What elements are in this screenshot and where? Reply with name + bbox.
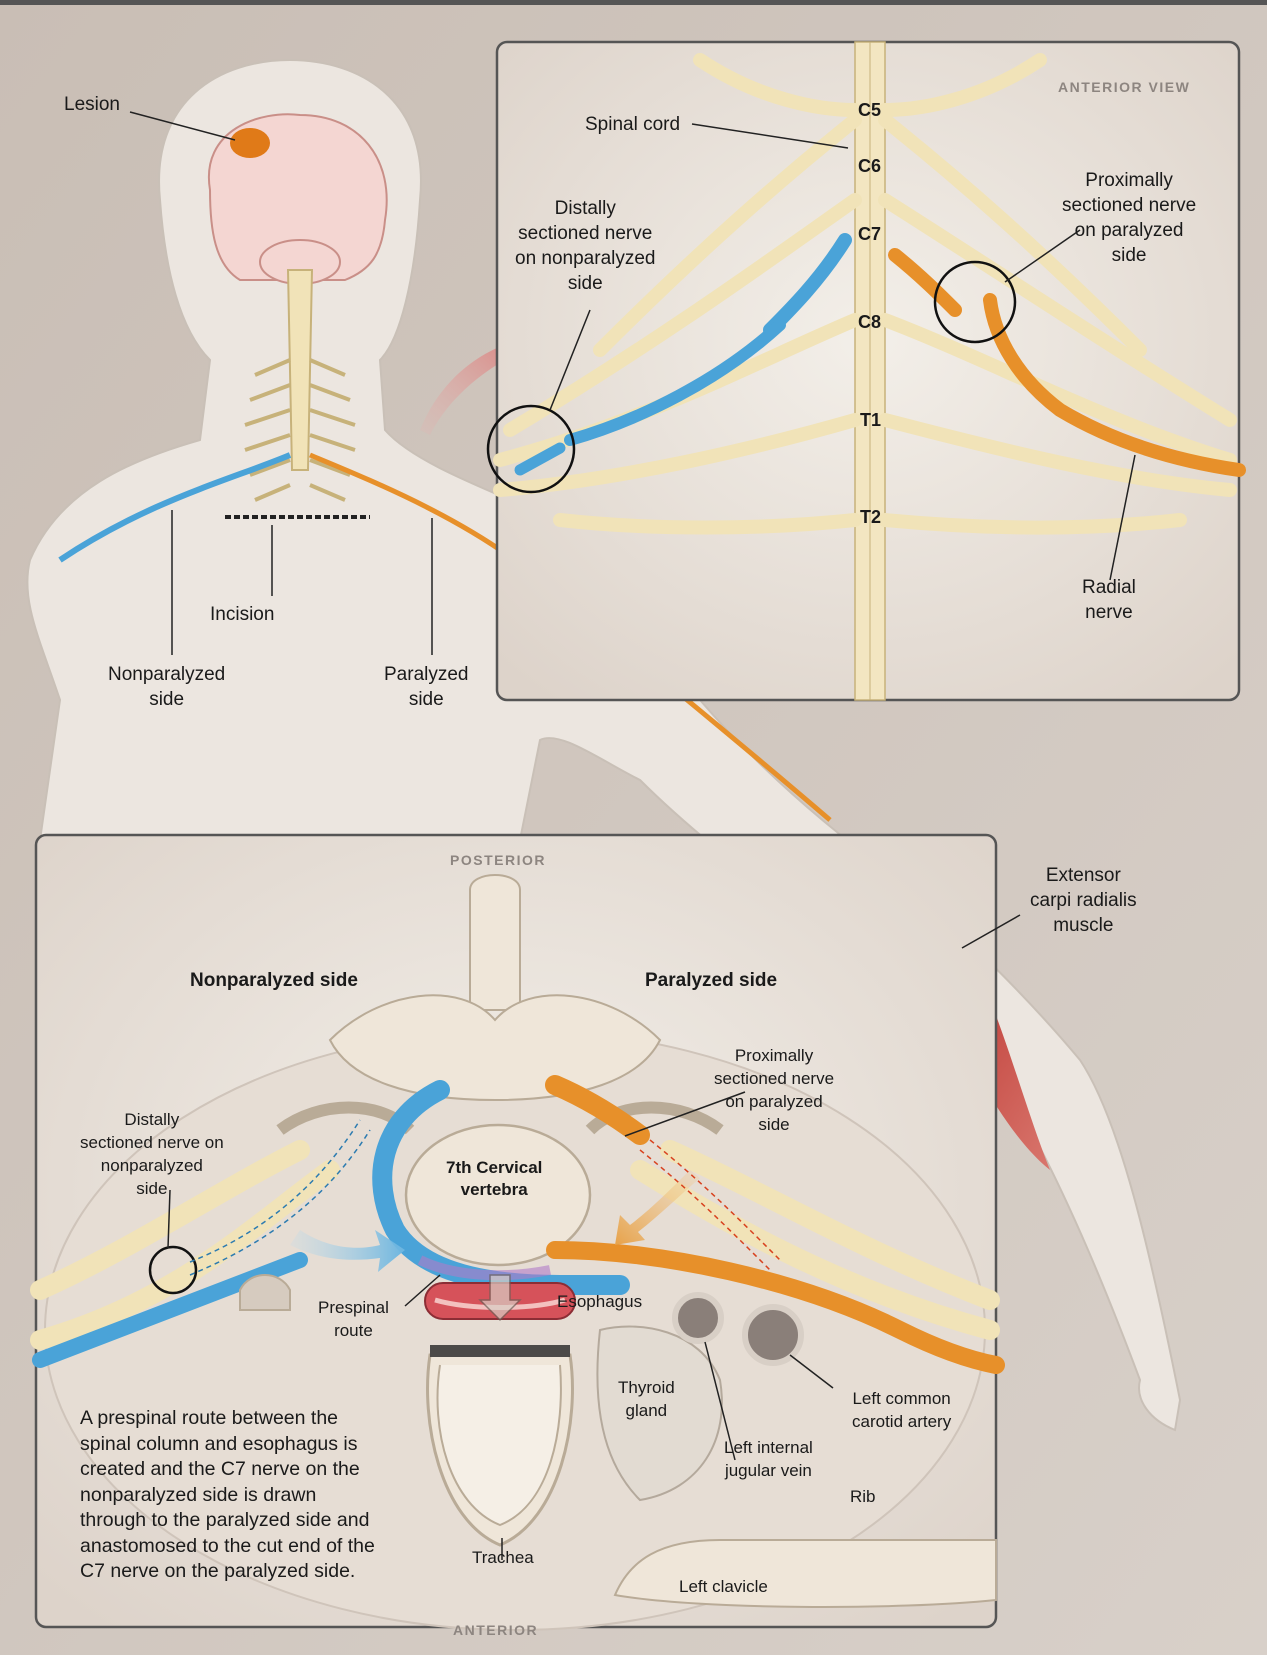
vertebra-label-c7: C7 [858,222,881,247]
vertebra-label-c6: C6 [858,154,881,179]
vertebra-label-c5: C5 [858,98,881,123]
anterior-view-caption: ANTERIOR VIEW [1058,75,1190,100]
top-rule [0,0,1267,5]
paralyzed-side-label: Paralyzed side [384,662,469,712]
spinal-cord-label: Spinal cord [585,112,680,137]
vertebra-label: 7th Cervical vertebra [446,1157,542,1201]
proximal-nerve-axial-label: Proximally sectioned nerve on paralyzed … [714,1044,834,1136]
anterior-caption: ANTERIOR [453,1618,538,1643]
lesion-spot [230,128,270,158]
vertebra-label-t2: T2 [860,505,881,530]
nonparalyzed-heading: Nonparalyzed side [190,968,358,993]
posterior-caption: POSTERIOR [450,848,546,873]
description-text: A prespinal route between the spinal col… [80,1406,375,1585]
jugular-label: Left internal jugular vein [724,1436,813,1482]
esophagus-label: Esophagus [557,1289,642,1314]
clavicle-label: Left clavicle [679,1574,768,1599]
nonparalyzed-side-label: Nonparalyzed side [108,662,225,712]
radial-nerve-label: Radial nerve [1082,575,1136,625]
distal-nerve-label: Distally sectioned nerve on nonparalyzed… [515,196,656,296]
rib-label: Rib [850,1484,876,1509]
thyroid-label: Thyroid gland [618,1376,675,1422]
trachea-label: Trachea [472,1545,534,1570]
prespinal-route-label: Prespinal route [318,1296,389,1342]
carotid-label: Left common carotid artery [852,1387,951,1433]
lesion-label: Lesion [64,92,120,117]
vertebra-label-c8: C8 [858,310,881,335]
extensor-label: Extensor carpi radialis muscle [1030,863,1137,938]
paralyzed-heading: Paralyzed side [645,968,777,993]
incision-label: Incision [210,602,274,627]
vertebra-label-t1: T1 [860,408,881,433]
distal-nerve-axial-label: Distally sectioned nerve on nonparalyzed… [80,1108,224,1200]
proximal-nerve-label: Proximally sectioned nerve on paralyzed … [1062,168,1196,268]
